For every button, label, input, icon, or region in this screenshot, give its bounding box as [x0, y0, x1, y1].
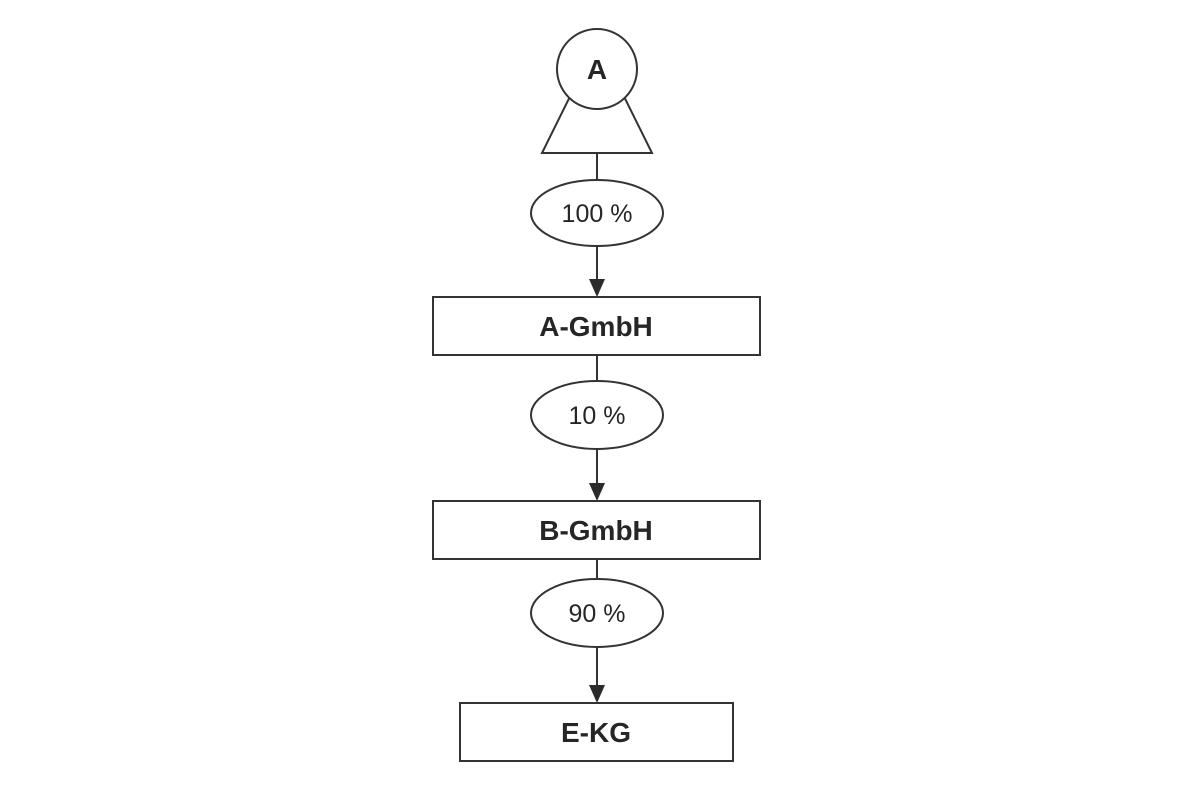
arrowhead-down-2 — [589, 483, 605, 501]
share-label-10: 10 % — [569, 402, 626, 430]
person-label: A — [587, 54, 607, 85]
share-label-90: 90 % — [569, 600, 626, 628]
arrowhead-down-3 — [589, 685, 605, 703]
arrowhead-down-1 — [589, 279, 605, 297]
share-label-100: 100 % — [562, 200, 633, 228]
company-label-e-kg: E-KG — [561, 717, 631, 748]
company-box-e-kg — [459, 702, 734, 762]
company-box-a-gmbh — [432, 296, 761, 356]
person-symbol: A — [540, 28, 654, 154]
company-label-a-gmbh: A-GmbH — [539, 311, 653, 342]
company-box-b-gmbh — [432, 500, 761, 560]
person-head-circle — [556, 28, 638, 110]
company-label-b-gmbh: B-GmbH — [539, 515, 653, 546]
